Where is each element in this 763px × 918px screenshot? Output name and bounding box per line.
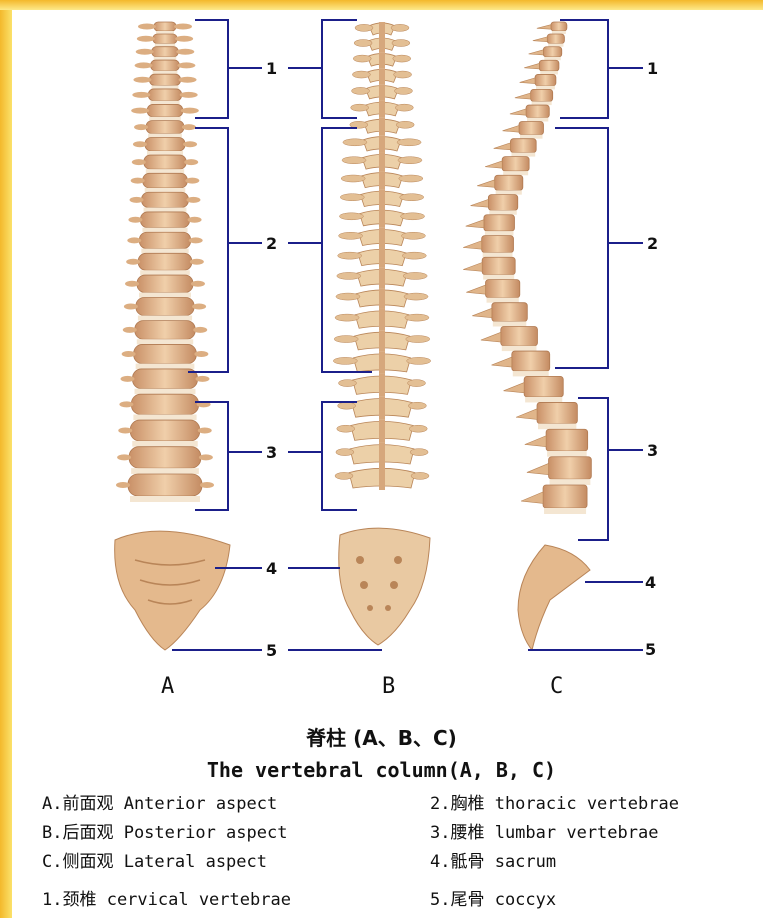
view-label-a: A <box>161 674 174 699</box>
label-a-5: 5 <box>266 641 277 660</box>
label-c-4: 4 <box>645 573 656 592</box>
figure-title-english: The vertebral column(A, B, C) <box>0 758 763 782</box>
vertebra-body-lateral <box>484 215 515 231</box>
vertebra-body-lateral <box>510 139 536 153</box>
vertebra-body-anterior <box>145 137 185 151</box>
vertebra-body-lateral <box>526 105 549 118</box>
sacrum-anterior <box>115 531 230 650</box>
bracket-b-3 <box>288 402 357 510</box>
label-a-4: 4 <box>266 559 277 578</box>
vertebra-body-lateral <box>543 485 587 508</box>
vertebra-body-anterior <box>143 173 188 188</box>
vertebra-body-lateral <box>492 303 527 322</box>
label-a-3: 3 <box>266 443 277 462</box>
spine-posterior-view <box>333 22 430 645</box>
legend-item-b: B.后面观 Posterior aspect <box>42 818 287 843</box>
vertebra-body-anterior <box>128 474 202 496</box>
vertebra-body-anterior <box>151 60 180 71</box>
vertebra-body-anterior <box>134 344 197 363</box>
legend-item-4: 4.骶骨 sacrum <box>430 847 556 872</box>
vertebra-body-anterior <box>135 321 195 340</box>
vertebra-body-anterior <box>139 232 190 248</box>
vertebra-body-anterior <box>129 447 201 468</box>
label-c-1: 1 <box>647 59 658 78</box>
vertebra-body-lateral <box>549 457 592 479</box>
vertebra-body-lateral <box>547 34 564 44</box>
label-c-2: 2 <box>647 234 658 253</box>
vertebra-body-anterior <box>133 369 198 389</box>
spine-anterior-view <box>115 22 230 650</box>
vertebra-body-anterior <box>140 212 189 228</box>
vertebra-body-lateral <box>531 89 553 101</box>
vertebra-body-anterior <box>142 192 189 207</box>
vertebra-body-anterior <box>146 121 184 134</box>
vertebra-body-anterior <box>149 74 180 85</box>
vertebra-body-anterior <box>154 22 176 31</box>
vertebra-body-lateral <box>551 22 567 31</box>
bracket-c-1 <box>560 20 643 118</box>
legend-item-a: A.前面观 Anterior aspect <box>42 789 277 814</box>
vertebra-body-lateral <box>486 280 520 298</box>
legend-item-5: 5.尾骨 coccyx <box>430 885 556 910</box>
vertebra-body-lateral <box>482 257 515 275</box>
vertebra-body-anterior <box>137 275 193 292</box>
vertebra-body-anterior <box>130 420 199 441</box>
vertebra-body-lateral <box>546 429 588 451</box>
view-label-b: B <box>382 674 395 699</box>
vertebra-body-anterior <box>131 394 198 414</box>
vertebra-body-lateral <box>502 157 529 171</box>
vertebra-body-anterior <box>153 34 177 44</box>
bracket-c-2 <box>555 128 643 368</box>
vertebra-body-anterior <box>136 297 194 315</box>
spine-lateral-view <box>463 22 591 650</box>
vertebra-body-lateral <box>539 60 559 71</box>
sacrum-lateral <box>518 545 590 650</box>
vertebra-body-lateral <box>537 402 577 423</box>
vertebra-body-lateral <box>495 175 523 190</box>
vertebra-body-lateral <box>488 195 517 211</box>
vertebra-body-lateral <box>524 376 563 397</box>
label-a-1: 1 <box>266 59 277 78</box>
view-label-c: C <box>550 674 563 699</box>
legend-item-2: 2.胸椎 thoracic vertebrae <box>430 789 679 814</box>
vertebra-body-lateral <box>543 47 561 57</box>
label-c-3: 3 <box>647 441 658 460</box>
legend-item-c: C.侧面观 Lateral aspect <box>42 847 267 872</box>
vertebra-body-lateral <box>535 74 556 85</box>
label-a-2: 2 <box>266 234 277 253</box>
bracket-a-2 <box>188 128 262 372</box>
label-c-5: 5 <box>645 640 656 659</box>
vertebra-body-anterior <box>148 89 181 101</box>
vertebra-body-anterior <box>147 104 183 116</box>
vertebra-body-anterior <box>144 155 186 169</box>
vertebra-body-lateral <box>512 351 550 371</box>
bracket-b-1 <box>288 20 357 118</box>
vertebra-body-lateral <box>482 236 514 253</box>
vertebra-body-anterior <box>152 47 179 57</box>
bracket-a-1 <box>195 20 262 118</box>
vertebra-body-lateral <box>519 122 544 135</box>
legend-item-1: 1.颈椎 cervical vertebrae <box>42 885 291 910</box>
vertebra-body-lateral <box>501 327 538 346</box>
figure-title-chinese: 脊柱 (A、B、C) <box>0 722 763 751</box>
sacrum-posterior <box>339 528 430 645</box>
legend-item-3: 3.腰椎 lumbar vertebrae <box>430 818 658 843</box>
vertebra-body-anterior <box>138 253 192 270</box>
